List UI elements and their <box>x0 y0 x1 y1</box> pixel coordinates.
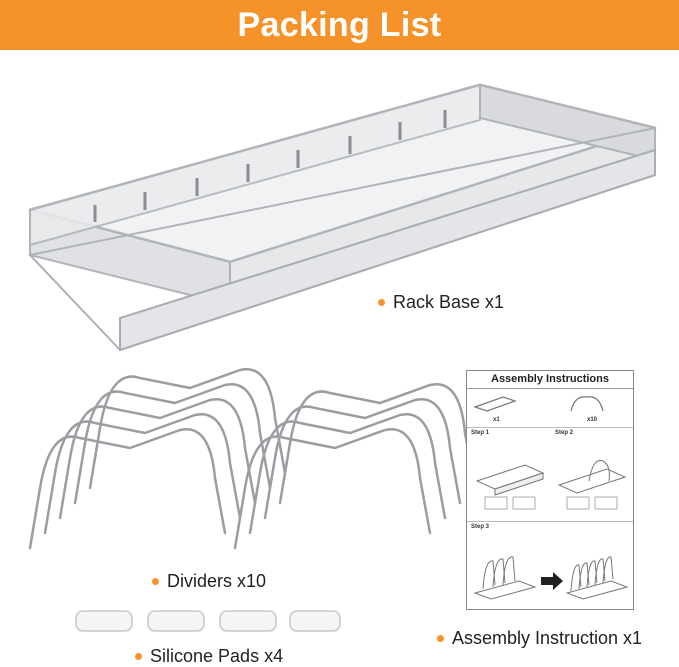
manual-step3: Step 3 <box>471 524 490 530</box>
rack-base-image <box>28 83 657 352</box>
manual-divider <box>467 427 633 428</box>
manual-step2: Step 2 <box>555 430 574 436</box>
manual-step1: Step 1 <box>471 430 490 436</box>
bullet-icon <box>378 299 385 306</box>
bullet-icon <box>135 653 142 660</box>
step1-diagram <box>475 464 545 510</box>
step2-diagram <box>557 459 627 510</box>
bullet-icon <box>152 578 159 585</box>
manual-title: Assembly Instructions <box>467 371 633 389</box>
silicone-pads-image <box>75 610 341 632</box>
part-a-icon <box>473 396 517 412</box>
part-a-count: x1 <box>493 417 500 423</box>
dividers-image <box>28 368 477 550</box>
assembly-instruction-label: Assembly Instruction x1 <box>437 628 642 649</box>
bullet-icon <box>437 635 444 642</box>
part-b-icon <box>570 396 604 412</box>
header-banner: Packing List <box>0 0 679 50</box>
part-b-count: x10 <box>587 417 598 423</box>
page-title: Packing List <box>237 5 442 44</box>
step3-diagram <box>473 556 629 600</box>
assembly-instructions-sheet: Assembly Instructions x1 x10 Step 1 Step… <box>466 370 634 610</box>
dividers-label: Dividers x10 <box>152 571 266 592</box>
silicone-pads-label: Silicone Pads x4 <box>135 646 283 667</box>
rack-base-label: Rack Base x1 <box>378 292 504 313</box>
manual-divider <box>467 521 633 522</box>
